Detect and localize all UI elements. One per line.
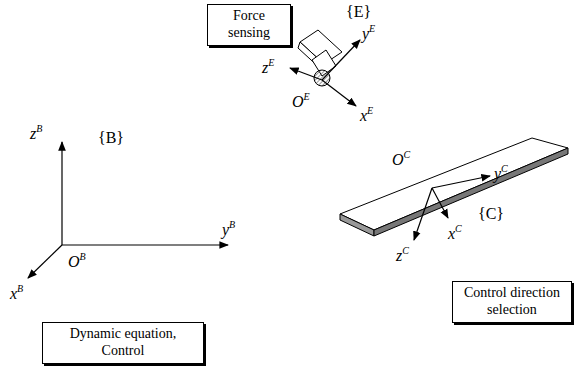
- plate: [340, 138, 568, 236]
- box-text: Control direction selection: [461, 285, 563, 319]
- axis-symbol: y: [494, 165, 501, 182]
- axis-symbol: z: [30, 125, 36, 142]
- frame-superscript: E: [367, 105, 373, 116]
- axis-label: yB: [222, 220, 235, 238]
- axis-symbol: x: [448, 225, 455, 242]
- axis-label: zC: [396, 246, 409, 264]
- axis-label: xE: [360, 106, 373, 124]
- axis-label: yC: [494, 164, 508, 182]
- frame-superscript: E: [369, 23, 375, 34]
- frame-name: {B}: [98, 130, 124, 146]
- axis-symbol: O: [392, 151, 404, 168]
- axis-symbol: O: [292, 93, 304, 110]
- frame-name: {C}: [478, 206, 504, 222]
- frame-superscript: B: [229, 219, 235, 230]
- frame-superscript: C: [404, 149, 411, 160]
- frame-superscript: B: [17, 283, 23, 294]
- box-text: Dynamic equation, Control: [51, 326, 195, 360]
- process-box: Control direction selection: [452, 281, 572, 323]
- frame-superscript: B: [36, 123, 42, 134]
- frame-superscript: B: [80, 251, 86, 262]
- frame-name: {E}: [346, 4, 371, 20]
- axis-symbol: y: [362, 25, 369, 42]
- axis-symbol: O: [68, 253, 80, 270]
- frame-superscript: E: [268, 57, 274, 68]
- axis-symbol: z: [396, 247, 402, 264]
- axis-label: zE: [262, 58, 274, 76]
- axis-label: xB: [10, 284, 23, 302]
- axis-label: OB: [68, 252, 86, 270]
- axis-symbol: z: [262, 59, 268, 76]
- axis-label: yE: [362, 24, 375, 42]
- frame-superscript: E: [304, 91, 310, 102]
- axis-symbol: x: [360, 107, 367, 124]
- process-box: Dynamic equation, Control: [42, 322, 204, 364]
- frame-b-axes: [28, 142, 228, 278]
- axis-label: zB: [30, 124, 42, 142]
- box-text: Force sensing: [216, 8, 282, 42]
- process-box: Force sensing: [207, 4, 291, 46]
- frame-superscript: C: [501, 163, 508, 174]
- axis-label: OC: [392, 150, 410, 168]
- axis-symbol: x: [10, 285, 17, 302]
- axis-label: OE: [292, 92, 310, 110]
- axis-label: xC: [448, 224, 462, 242]
- frame-superscript: C: [402, 245, 409, 256]
- frame-superscript: C: [455, 223, 462, 234]
- axis-symbol: y: [222, 221, 229, 238]
- gripper-sketch: [298, 30, 342, 86]
